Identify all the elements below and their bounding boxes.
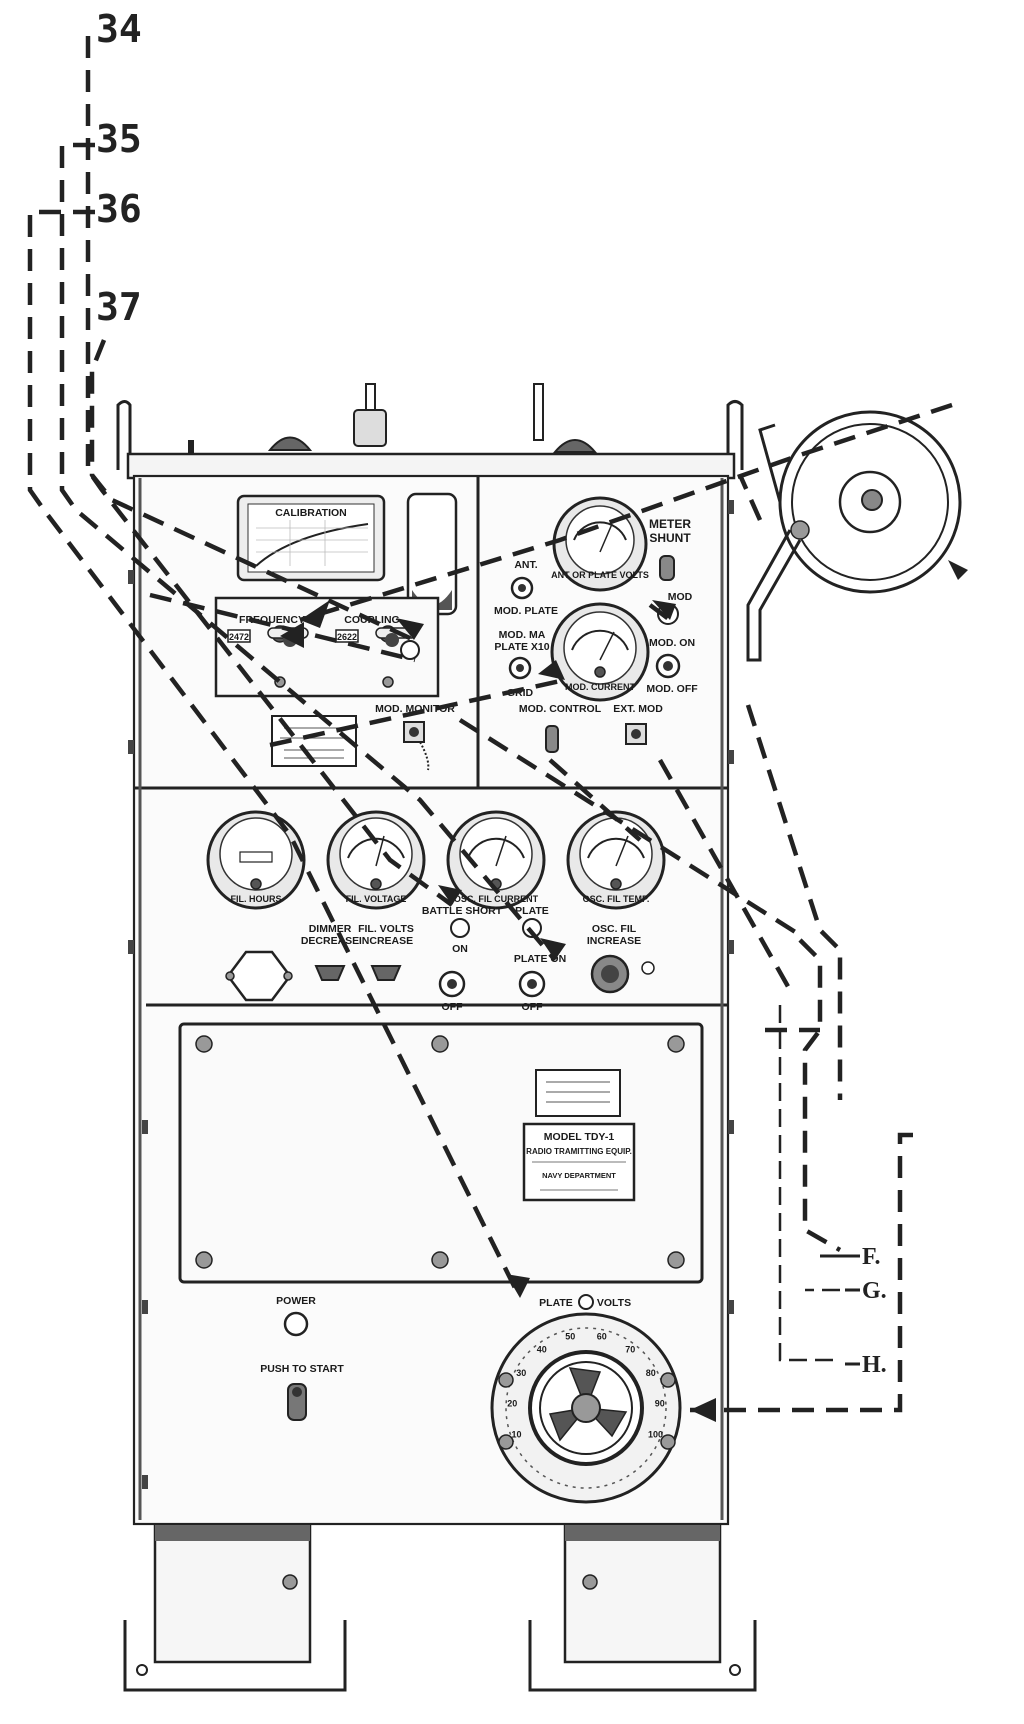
callout-F: F. bbox=[862, 1244, 880, 1270]
battle-short-on-label: ON bbox=[452, 943, 468, 955]
coupling-counter: 2622 bbox=[337, 632, 357, 642]
fil-off-label: OFF bbox=[442, 1001, 464, 1013]
battle-short-label: BATTLE SHORT bbox=[422, 905, 503, 917]
plate-lamp bbox=[522, 918, 542, 938]
power-label: POWER bbox=[276, 1295, 316, 1307]
meter-shunt-switch[interactable] bbox=[659, 555, 675, 581]
mod-on-label: MOD. ON bbox=[649, 637, 695, 649]
meter-shunt-label-2: SHUNT bbox=[649, 531, 691, 545]
tuning-plate: FREQUENCY COUPLING 2472 2622 bbox=[214, 596, 440, 698]
dial-numeral: 60 bbox=[597, 1332, 607, 1342]
fil-voltage-label: FIL. VOLTAGE bbox=[346, 894, 407, 904]
model-text: MODEL TDY-1 bbox=[544, 1131, 615, 1143]
calibration-chart: CALIBRATION bbox=[236, 494, 386, 582]
arrowheads bbox=[280, 560, 968, 1422]
mod-current-label: MOD. CURRENT bbox=[565, 682, 635, 692]
callout-H: H. bbox=[862, 1352, 887, 1378]
plate-on-off-switch[interactable] bbox=[518, 970, 546, 998]
plate-off-label: OFF bbox=[522, 1001, 544, 1013]
osc-fil-increase-label: INCREASE bbox=[587, 935, 641, 947]
dial-numeral: 100 bbox=[648, 1429, 663, 1439]
callout-34: 34 bbox=[96, 7, 142, 51]
callout-37: 37 bbox=[96, 285, 142, 329]
mod-control-label: MOD. CONTROL bbox=[519, 703, 602, 715]
mod-plate-label: MOD. PLATE bbox=[494, 605, 558, 617]
fil-voltage-meter: FIL. VOLTAGE bbox=[326, 810, 426, 910]
fil-hours-meter: FIL. HOURS bbox=[206, 810, 306, 910]
osc-fil-current-meter: OSC. FIL CURRENT bbox=[446, 810, 546, 910]
power-lamp bbox=[283, 1311, 309, 1337]
battle-short-switch[interactable] bbox=[450, 918, 470, 938]
mod-off-label: MOD. OFF bbox=[646, 683, 698, 695]
mod-control-switch[interactable] bbox=[545, 725, 559, 753]
dial-numeral: 50 bbox=[565, 1332, 575, 1342]
coupling-knob[interactable] bbox=[385, 633, 399, 647]
mod-monitor-label: MOD. MONITOR bbox=[375, 703, 455, 715]
osc-fil-temp-label: OSC. FIL TEMP. bbox=[583, 894, 650, 904]
dial-numeral: 20 bbox=[507, 1398, 517, 1408]
mod-ma-jack[interactable] bbox=[508, 656, 532, 680]
mod-on-off-switch[interactable] bbox=[655, 653, 681, 679]
ant-label: ANT. bbox=[514, 559, 537, 571]
meter-shunt-label-1: METER bbox=[649, 517, 691, 531]
mod-label: MOD bbox=[668, 591, 693, 603]
dimmer-label: DIMMER bbox=[309, 923, 352, 935]
fil-off-switch[interactable] bbox=[438, 970, 466, 998]
dial-numeral: 30 bbox=[516, 1368, 526, 1378]
ant-plate-volts-label: ANT OR PLATE VOLTS bbox=[551, 570, 649, 580]
push-to-start-label: PUSH TO START bbox=[260, 1363, 344, 1375]
cable-reel bbox=[746, 410, 962, 662]
nameplate: MODEL TDY-1 RADIO TRAMITTING EQUIP. NAVY… bbox=[522, 1069, 636, 1202]
plate-volts-handwheel[interactable] bbox=[528, 1350, 644, 1466]
dial-numeral: 80 bbox=[646, 1368, 656, 1378]
mod-ma-label: MOD. MA bbox=[499, 629, 546, 641]
callout-35: 35 bbox=[96, 117, 142, 161]
ant-plate-volts-meter: ANT OR PLATE VOLTS bbox=[551, 496, 649, 592]
push-to-start-button[interactable] bbox=[287, 1383, 307, 1421]
navy-text: NAVY DEPARTMENT bbox=[542, 1171, 616, 1180]
fil-hours-label: FIL. HOURS bbox=[231, 894, 282, 904]
dial-numeral: 40 bbox=[537, 1345, 547, 1355]
mod-current-meter: MOD. CURRENT bbox=[550, 602, 650, 702]
callout-36: 36 bbox=[96, 187, 142, 231]
dial-numeral: 70 bbox=[625, 1345, 635, 1355]
ext-mod-jack[interactable] bbox=[625, 723, 647, 745]
dimmer-knob[interactable] bbox=[314, 965, 346, 981]
fil-volts-increase-label: INCREASE bbox=[359, 935, 413, 947]
osc-fil-temp-meter: OSC. FIL TEMP. bbox=[566, 810, 666, 910]
fil-volts-label: FIL. VOLTS bbox=[358, 923, 414, 935]
dimmer-decrease-label: DECREASE bbox=[301, 935, 359, 947]
spare-tube-holder bbox=[406, 492, 458, 616]
ant-jack[interactable] bbox=[510, 576, 534, 600]
calibration-title: CALIBRATION bbox=[275, 507, 347, 519]
callout-G: G. bbox=[862, 1278, 887, 1304]
dial-numeral: 10 bbox=[511, 1429, 521, 1439]
osc-fil-label: OSC. FIL bbox=[592, 923, 637, 935]
mod-monitor-jack[interactable] bbox=[403, 721, 430, 771]
leader-lines bbox=[27, 36, 953, 1413]
equip-text: RADIO TRAMITTING EQUIP. bbox=[526, 1147, 632, 1156]
fil-volts-knob[interactable] bbox=[370, 965, 402, 981]
access-cover bbox=[225, 950, 293, 1002]
plate-volts-label-1: PLATE bbox=[539, 1297, 573, 1309]
plate-volts-label-2: VOLTS bbox=[597, 1297, 631, 1309]
dial-numeral: 90 bbox=[655, 1398, 665, 1408]
plate-x10-label: PLATE X10 bbox=[494, 641, 549, 653]
osc-fil-current-label: OSC. FIL CURRENT bbox=[454, 894, 539, 904]
plate-label: PLATE bbox=[515, 905, 549, 917]
frequency-counter: 2472 bbox=[229, 632, 249, 642]
ext-mod-label: EXT. MOD bbox=[613, 703, 663, 715]
osc-fil-knob[interactable] bbox=[590, 954, 655, 994]
